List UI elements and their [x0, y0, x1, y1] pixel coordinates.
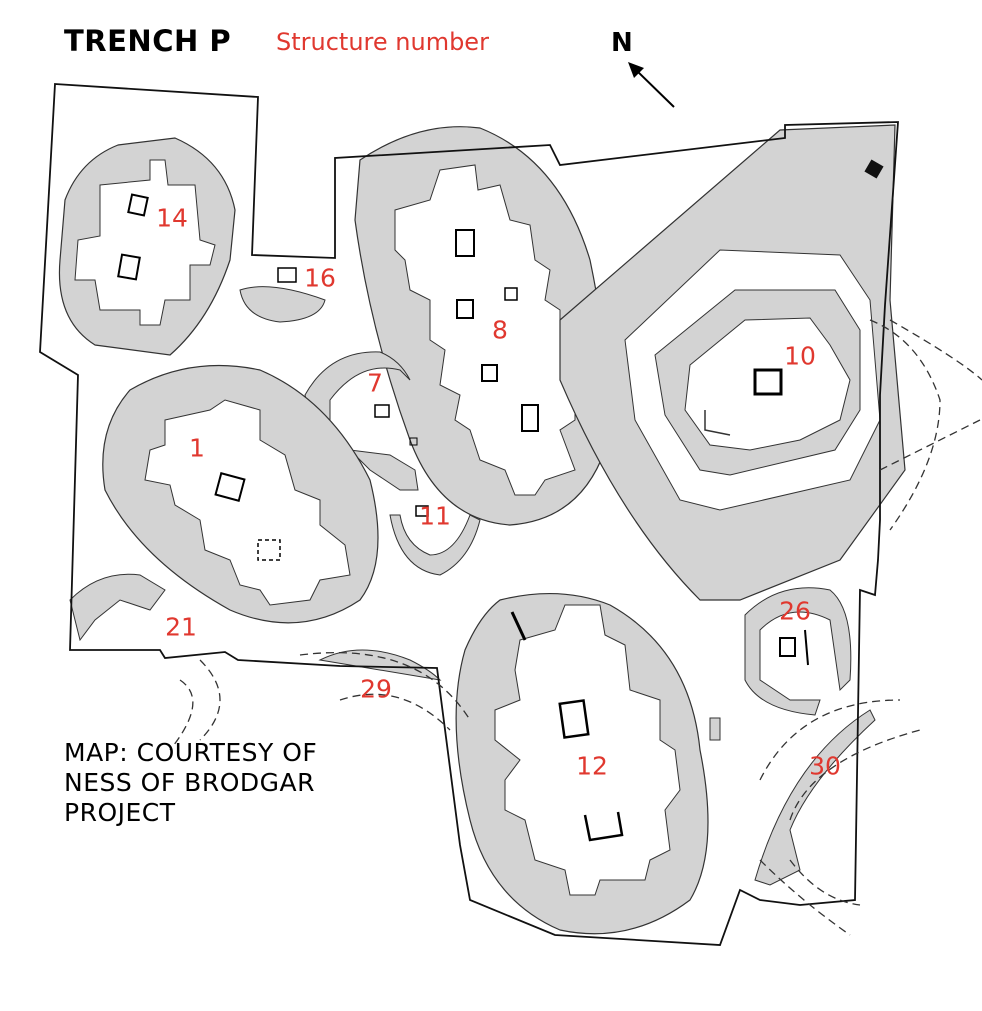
north-label: N: [611, 28, 633, 58]
structure-1-walls: [102, 364, 379, 624]
credit-line: NESS OF BRODGAR: [64, 768, 315, 797]
structure-label-29: 29: [360, 674, 392, 704]
credit-line: MAP: COURTESY OF: [64, 738, 318, 767]
north-arrow-icon: [628, 62, 675, 108]
credit-line: PROJECT: [64, 798, 176, 827]
structure-label-1: 1: [189, 433, 205, 463]
structure-12-walls: [455, 592, 721, 935]
structure-label-10: 10: [784, 341, 816, 371]
structure-label-12: 12: [576, 751, 608, 781]
structure-21-walls: [69, 573, 166, 642]
structure-7-walls: [304, 351, 419, 491]
structure-label-30: 30: [809, 751, 841, 781]
structure-16-walls: [239, 267, 326, 323]
structure-11-walls: [389, 505, 481, 576]
structure-label-7: 7: [367, 368, 383, 398]
structure-label-21: 21: [165, 612, 197, 642]
structure-30-walls: [754, 709, 876, 886]
structure-label-26: 26: [779, 596, 811, 626]
dashed-feature-lines: [169, 319, 982, 936]
structure-label-14: 14: [156, 203, 188, 233]
structure-8-walls: [354, 126, 609, 526]
structure-label-8: 8: [492, 315, 508, 345]
structure-label-16: 16: [304, 263, 336, 293]
structure-label-11: 11: [419, 501, 451, 531]
map-credit: MAP: COURTESY OF NESS OF BRODGAR PROJECT: [64, 738, 317, 828]
structure-14-walls: [58, 137, 236, 356]
structure-10-walls: [559, 124, 906, 601]
structure-26-walls: [744, 587, 852, 716]
trench-boundary: [39, 83, 899, 946]
map-title: TRENCH P: [64, 24, 232, 58]
legend-label: Structure number: [276, 28, 489, 56]
